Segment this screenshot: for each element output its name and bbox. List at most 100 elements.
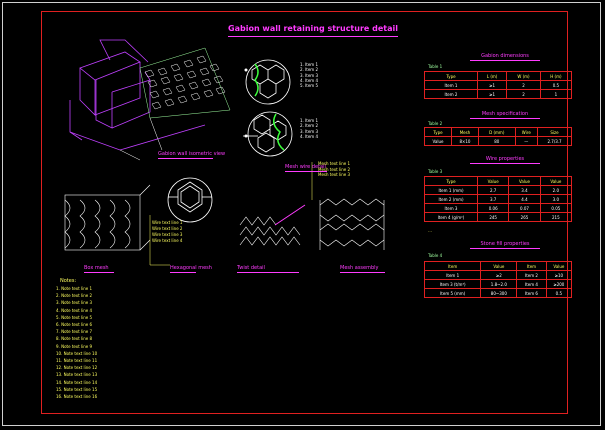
note-line: 12. Note text line 12: [56, 365, 98, 371]
table-cell: Item 5 (mm): [423, 288, 482, 298]
table-cell: 3.4: [508, 185, 541, 195]
side-note-line: Mesh text line 1: [318, 161, 351, 166]
table-row: Item 5 (mm) 80~300 Item 6 0.5: [423, 288, 573, 298]
table2-label: Table 2: [428, 121, 443, 126]
table-row: Item 1 (mm) 2.7 3.4 2.0: [424, 185, 573, 195]
table-cell: Item 2: [516, 270, 547, 280]
table-cell: Item: [423, 261, 482, 271]
hexagon-mesh-drawing: [167, 177, 213, 223]
note-line: 15. Note text line 15: [56, 386, 98, 392]
side-note-line: Mesh text line 3: [318, 172, 351, 177]
circle-detail-top: [245, 59, 291, 105]
caption-assembly-line: [340, 272, 385, 273]
table3: Type Value Value Value Item 1 (mm) 2.7 3…: [424, 176, 573, 222]
caption-isometric-line: [158, 158, 213, 159]
table-row: Item 1 ≥2 Item 2 ≥10: [423, 270, 573, 280]
caption-detail-line: [285, 171, 327, 172]
notes-block: 1. Note text line 1 2. Note text line 2 …: [56, 285, 406, 400]
caption-mesh-cell: Hexagonal mesh: [170, 265, 212, 271]
legend-bottom-item: 2. Item 2: [300, 123, 319, 129]
table-cell: 80~300: [480, 288, 518, 298]
side-note-line: Mesh text line 2: [318, 166, 351, 172]
drawing-title: Gabion wall retaining structure detail: [228, 24, 398, 33]
table-cell: L (m): [476, 71, 508, 81]
table4-label: Table 4: [428, 253, 443, 258]
note-line: 10. Note text line 10: [56, 350, 98, 356]
table-cell: Item 1 (mm): [424, 185, 478, 195]
circle-detail-bottom: [243, 111, 293, 157]
table-cell: Mesh: [450, 127, 479, 137]
mid-note-line: Wire text line 3: [152, 232, 183, 237]
table-row: Item 3 (t/m³) 1.8~2.0 Item 4 ≥200: [423, 279, 573, 289]
legend-top: 1. Item 1 2. Item 2 3. Item 3 4. Item 4 …: [300, 62, 318, 88]
table-cell: 265: [508, 212, 541, 222]
table4: Item Value Item Value Item 1 ≥2 Item 2 ≥…: [423, 261, 573, 298]
table-cell: 0.06: [476, 203, 510, 213]
caption-twist: Twist detail: [237, 265, 265, 271]
table-cell: 2: [506, 80, 541, 90]
table-cell: 0.5: [539, 80, 573, 90]
table-cell: Value: [539, 176, 573, 186]
legend-bottom-item: 4. Item 4: [300, 133, 319, 139]
caption-box-mesh-line: [84, 272, 114, 273]
table-cell: Type: [424, 71, 478, 81]
caption-box-mesh: Box mesh: [84, 265, 109, 271]
legend-top-item: 4. Item 4: [300, 77, 319, 83]
note-line: 14. Note text line 14: [56, 379, 98, 385]
table-cell: Item 1: [423, 270, 482, 280]
table-cell: 0.5: [545, 288, 573, 298]
table-cell: H (m): [539, 71, 573, 81]
table-cell: Value: [545, 261, 573, 271]
legend-top-item: 3. Item 3: [300, 72, 319, 78]
table-cell: 2: [506, 89, 541, 99]
table-cell: ≥10: [545, 270, 573, 280]
note-line: 11. Note text line 11: [56, 358, 98, 364]
table-cell: 1.8~2.0: [480, 279, 518, 289]
table-cell: Size: [537, 127, 572, 137]
table3-title: Wire properties: [485, 156, 525, 162]
table1: Type L (m) W (m) H (m) Item 1 ≥1 2 0.5 I…: [424, 71, 573, 99]
table-row: Type L (m) W (m) H (m): [424, 71, 573, 81]
table-row: Item 4 (g/m²) 245 265 215: [424, 212, 573, 222]
table-cell: Item 3 (t/m³): [423, 279, 482, 289]
note-line: 8. Note text line 8: [56, 336, 93, 342]
table2-title: Mesh specification: [481, 111, 529, 117]
table1-title-line: [470, 60, 540, 61]
caption-twist-line: [237, 272, 299, 273]
table-row: Value 8×10 80 — 2.7/3.7: [424, 136, 572, 146]
table-cell: 3.7: [476, 194, 510, 204]
table3-title-line: [470, 163, 540, 164]
note-line: 4. Note text line 4: [56, 307, 93, 313]
table-cell: Item 4: [516, 279, 547, 289]
table-row: Item 2 (mm) 3.7 4.4 3.0: [424, 194, 573, 204]
table-cell: Item 4 (g/m²): [424, 212, 478, 222]
legend-top-item: 2. Item 2: [300, 67, 319, 73]
note-line: 1. Note text line 1: [56, 286, 93, 291]
table-cell: Value: [476, 176, 510, 186]
note-line: 6. Note text line 6: [56, 322, 93, 328]
note-line: 13. Note text line 13: [56, 372, 98, 378]
legend-bottom: 1. Item 1 2. Item 2 3. Item 3 4. Item 4: [300, 118, 318, 139]
table-cell: Value: [480, 261, 518, 271]
table-cell: Wire: [514, 127, 539, 137]
table1-title: Gabion dimensions: [481, 53, 529, 59]
table-cell: Item: [516, 261, 547, 271]
table-cell: ≥200: [545, 279, 573, 289]
table-cell: 0.07: [508, 203, 541, 213]
note-line: 5. Note text line 5: [56, 314, 93, 320]
note-line: 9. Note text line 9: [56, 343, 93, 349]
table-row: Item 2 ≥1 2 1: [424, 89, 573, 99]
table-row: Item 3 0.06 0.07 0.05: [424, 203, 573, 213]
table-cell: ≥2: [480, 270, 518, 280]
table3-footnote-marker: …: [428, 228, 432, 233]
box-mesh-drawing: [64, 184, 151, 251]
note-line: 2. Note text line 2: [56, 293, 93, 299]
table-cell: 215: [539, 212, 573, 222]
mid-note-line: Wire text line 4: [152, 238, 183, 243]
table-cell: —: [514, 136, 539, 146]
table-cell: Item 2 (mm): [424, 194, 478, 204]
assembly-drawing: [319, 198, 385, 250]
table-cell: Type: [424, 127, 452, 137]
twist-detail-drawing: [239, 204, 306, 246]
table-cell: D (mm): [477, 127, 516, 137]
